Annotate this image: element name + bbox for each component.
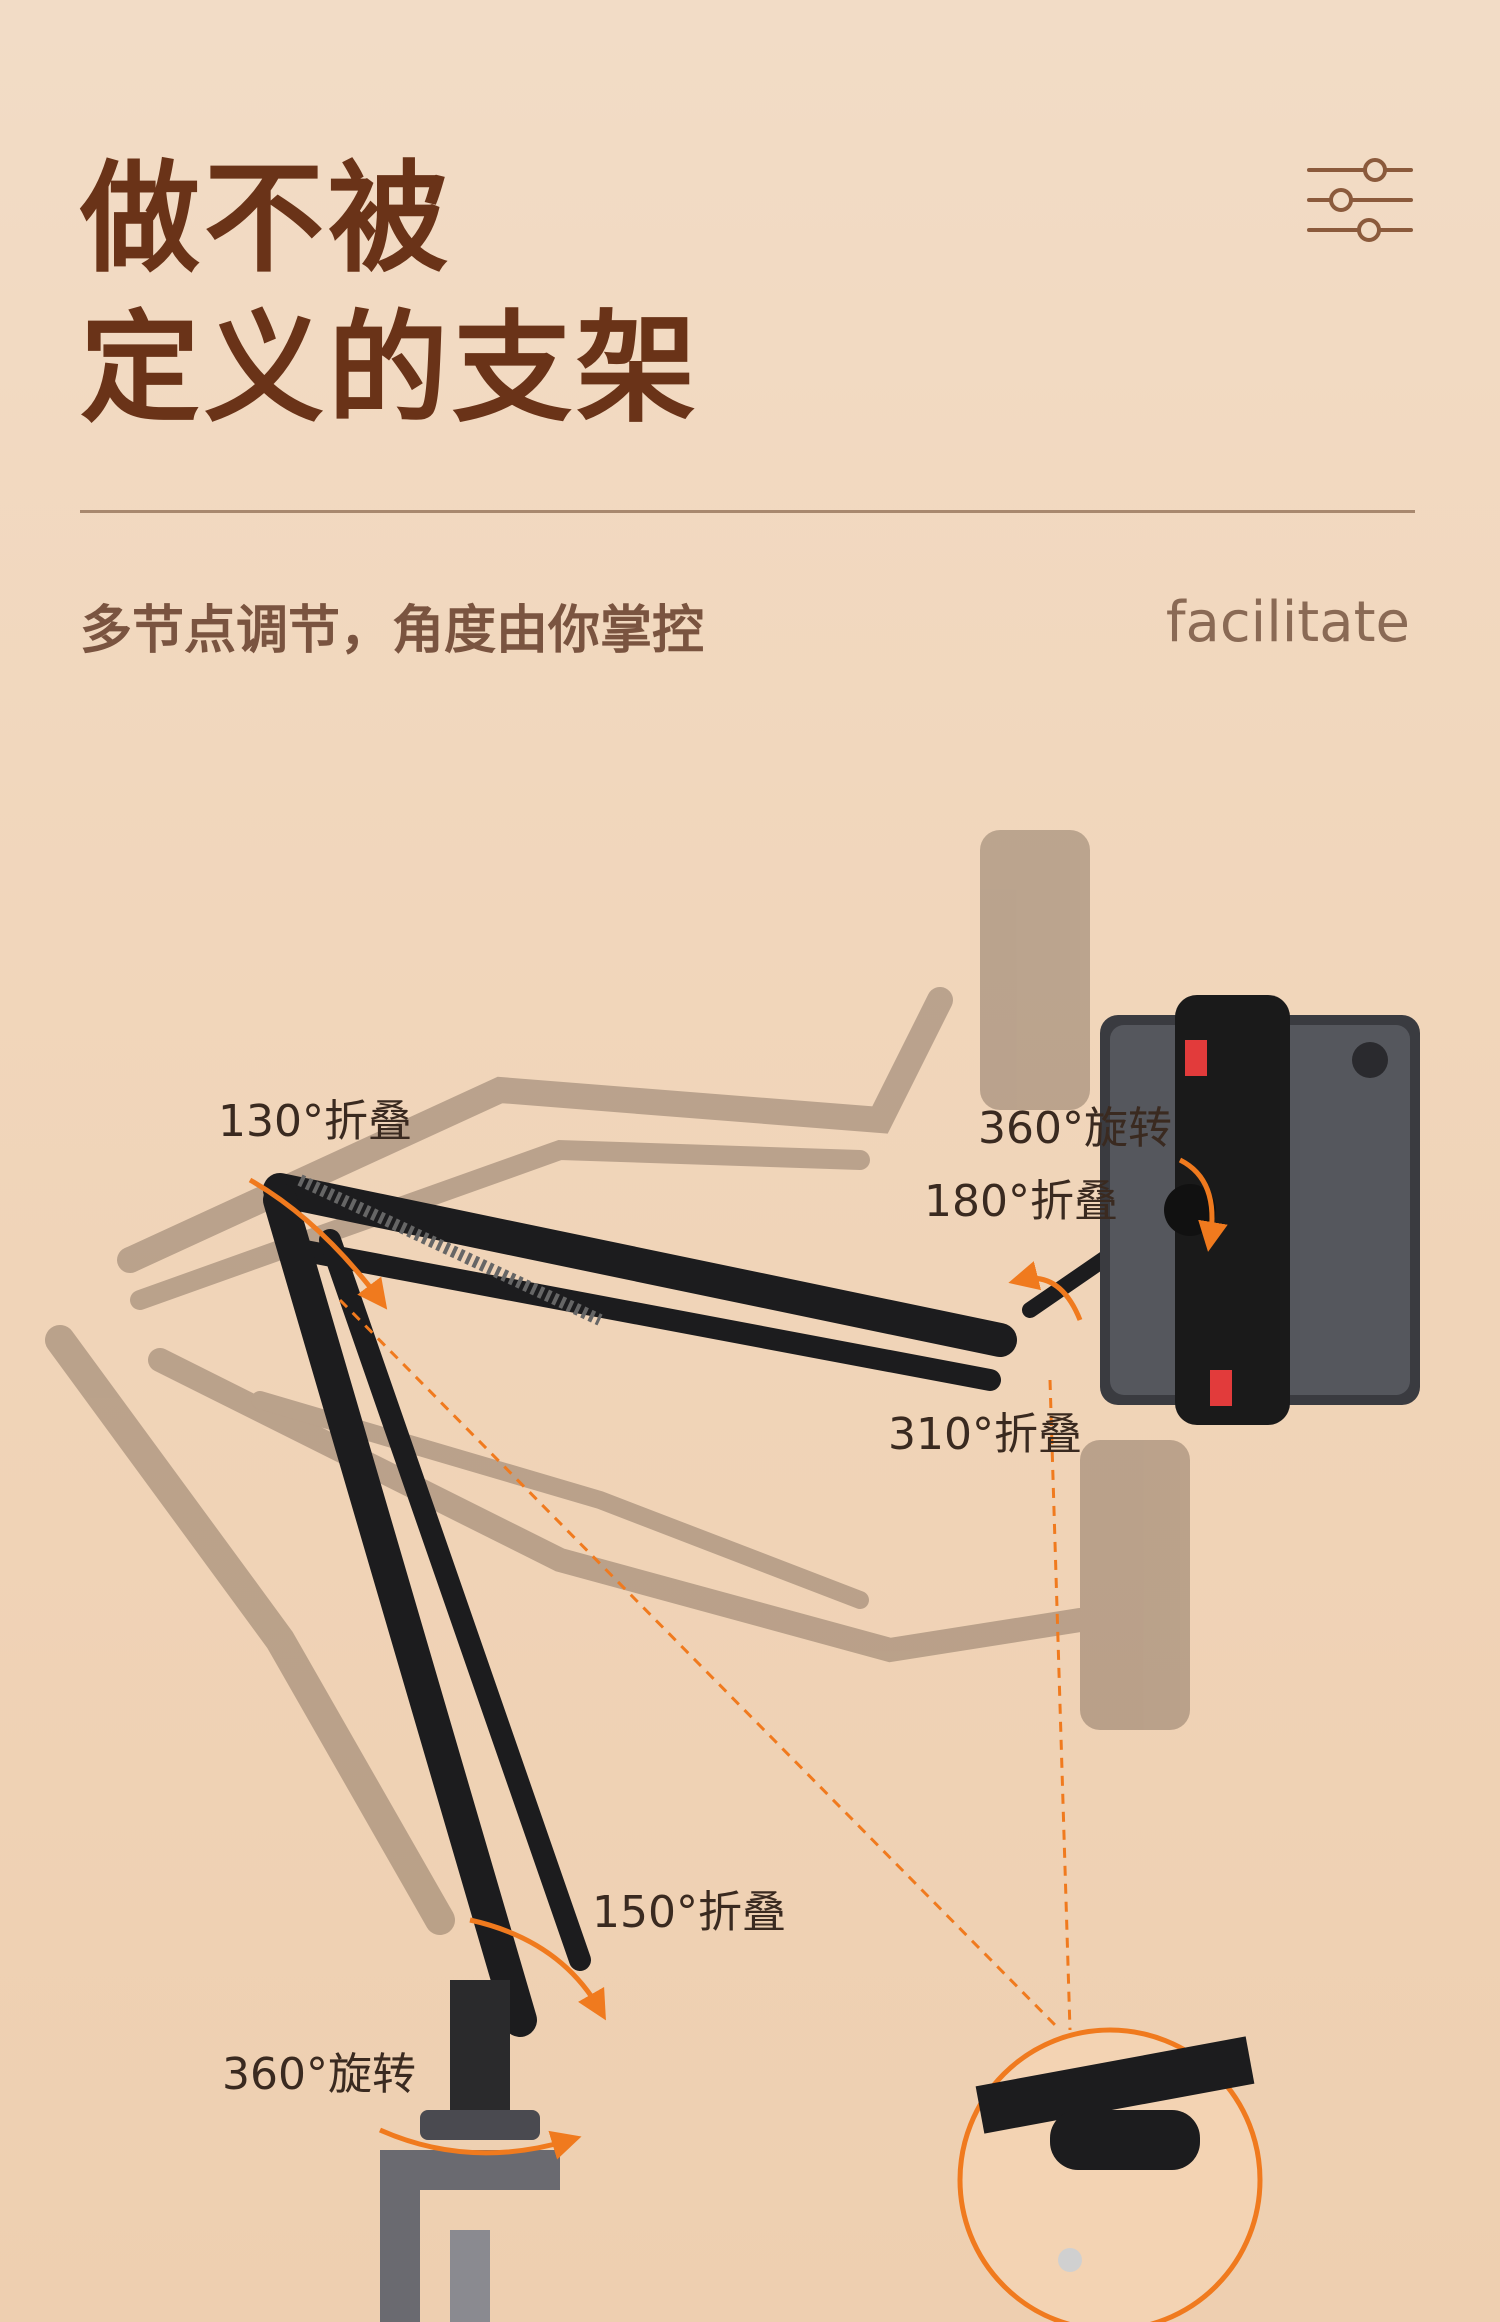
- arm-spring: [297, 1174, 603, 1326]
- main-arm: [263, 1173, 1198, 2037]
- rotation-arrows: [248, 1157, 1228, 2160]
- callout-360-rotate-top: 360°旋转: [978, 1103, 1172, 1154]
- zoom-detail-circle: [957, 2027, 1263, 2322]
- title-line-2: 定义的支架: [80, 300, 700, 439]
- desk-clamp: [380, 1980, 560, 2322]
- tagline-en: facilitate: [1165, 590, 1410, 655]
- sliders-icon: [1307, 158, 1413, 242]
- title-line-1: 做不被: [80, 150, 452, 289]
- zoom-leader: [338, 1298, 1072, 2032]
- callout-150-fold: 150°折叠: [592, 1887, 786, 1938]
- subtitle: 多节点调节，角度由你掌控: [80, 601, 705, 661]
- header-divider: [80, 510, 1415, 513]
- callout-130-fold: 130°折叠: [218, 1096, 412, 1147]
- callout-360-rotate-base: 360°旋转: [222, 2049, 416, 2100]
- callout-310-fold: 310°折叠: [888, 1409, 1082, 1460]
- stand-illustration: [45, 830, 1420, 2322]
- tablet-holder: [1100, 995, 1420, 1425]
- callout-180-fold: 180°折叠: [924, 1176, 1118, 1227]
